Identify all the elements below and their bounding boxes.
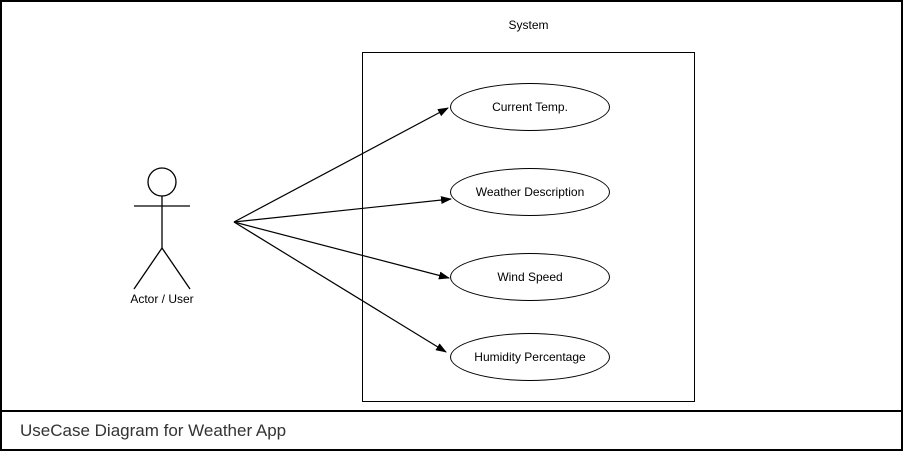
- actor-right-leg: [161, 247, 191, 290]
- usecase-label: Current Temp.: [492, 100, 568, 114]
- system-boundary-label: System: [508, 18, 549, 32]
- usecase-current-temp: Current Temp.: [450, 83, 610, 131]
- actor-left-leg: [133, 247, 163, 290]
- diagram-title: UseCase Diagram for Weather App: [20, 420, 287, 440]
- usecase-humidity-percentage: Humidity Percentage: [450, 333, 610, 381]
- usecase-label: Humidity Percentage: [474, 350, 586, 364]
- diagram-title-bar: UseCase Diagram for Weather App: [2, 410, 901, 449]
- system-boundary: [362, 52, 695, 402]
- usecase-label: Wind Speed: [497, 270, 563, 284]
- usecase-wind-speed: Wind Speed: [450, 253, 610, 301]
- actor-head: [147, 167, 177, 197]
- usecase-weather-description: Weather Description: [450, 168, 610, 216]
- actor-icon: [133, 167, 191, 290]
- actor-label: Actor / User: [130, 292, 194, 306]
- usecase-label: Weather Description: [475, 185, 585, 199]
